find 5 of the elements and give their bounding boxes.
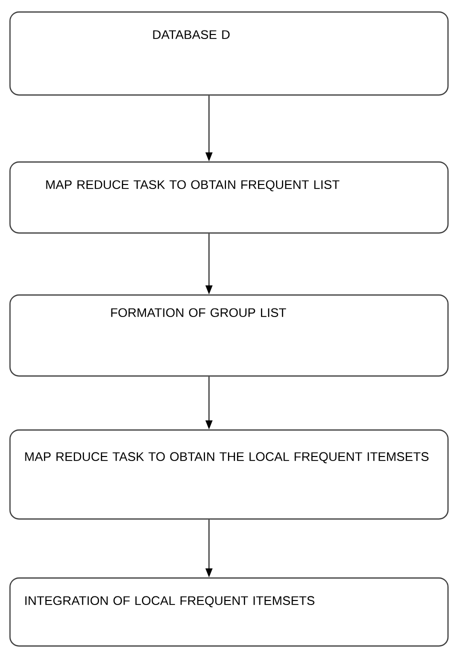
process-box: FORMATION OF GROUP LIST (9, 294, 449, 377)
process-box: MAP REDUCE TASK TO OBTAIN THE LOCAL FREQUENT ITEMSETS (9, 429, 449, 520)
process-box: MAP REDUCE TASK TO OBTAIN FREQUENT LIST (9, 161, 449, 234)
process-box: INTEGRATION OF LOCAL FREQUENT ITEMSETS (9, 577, 449, 647)
process-box: DATABASE D (9, 11, 449, 96)
